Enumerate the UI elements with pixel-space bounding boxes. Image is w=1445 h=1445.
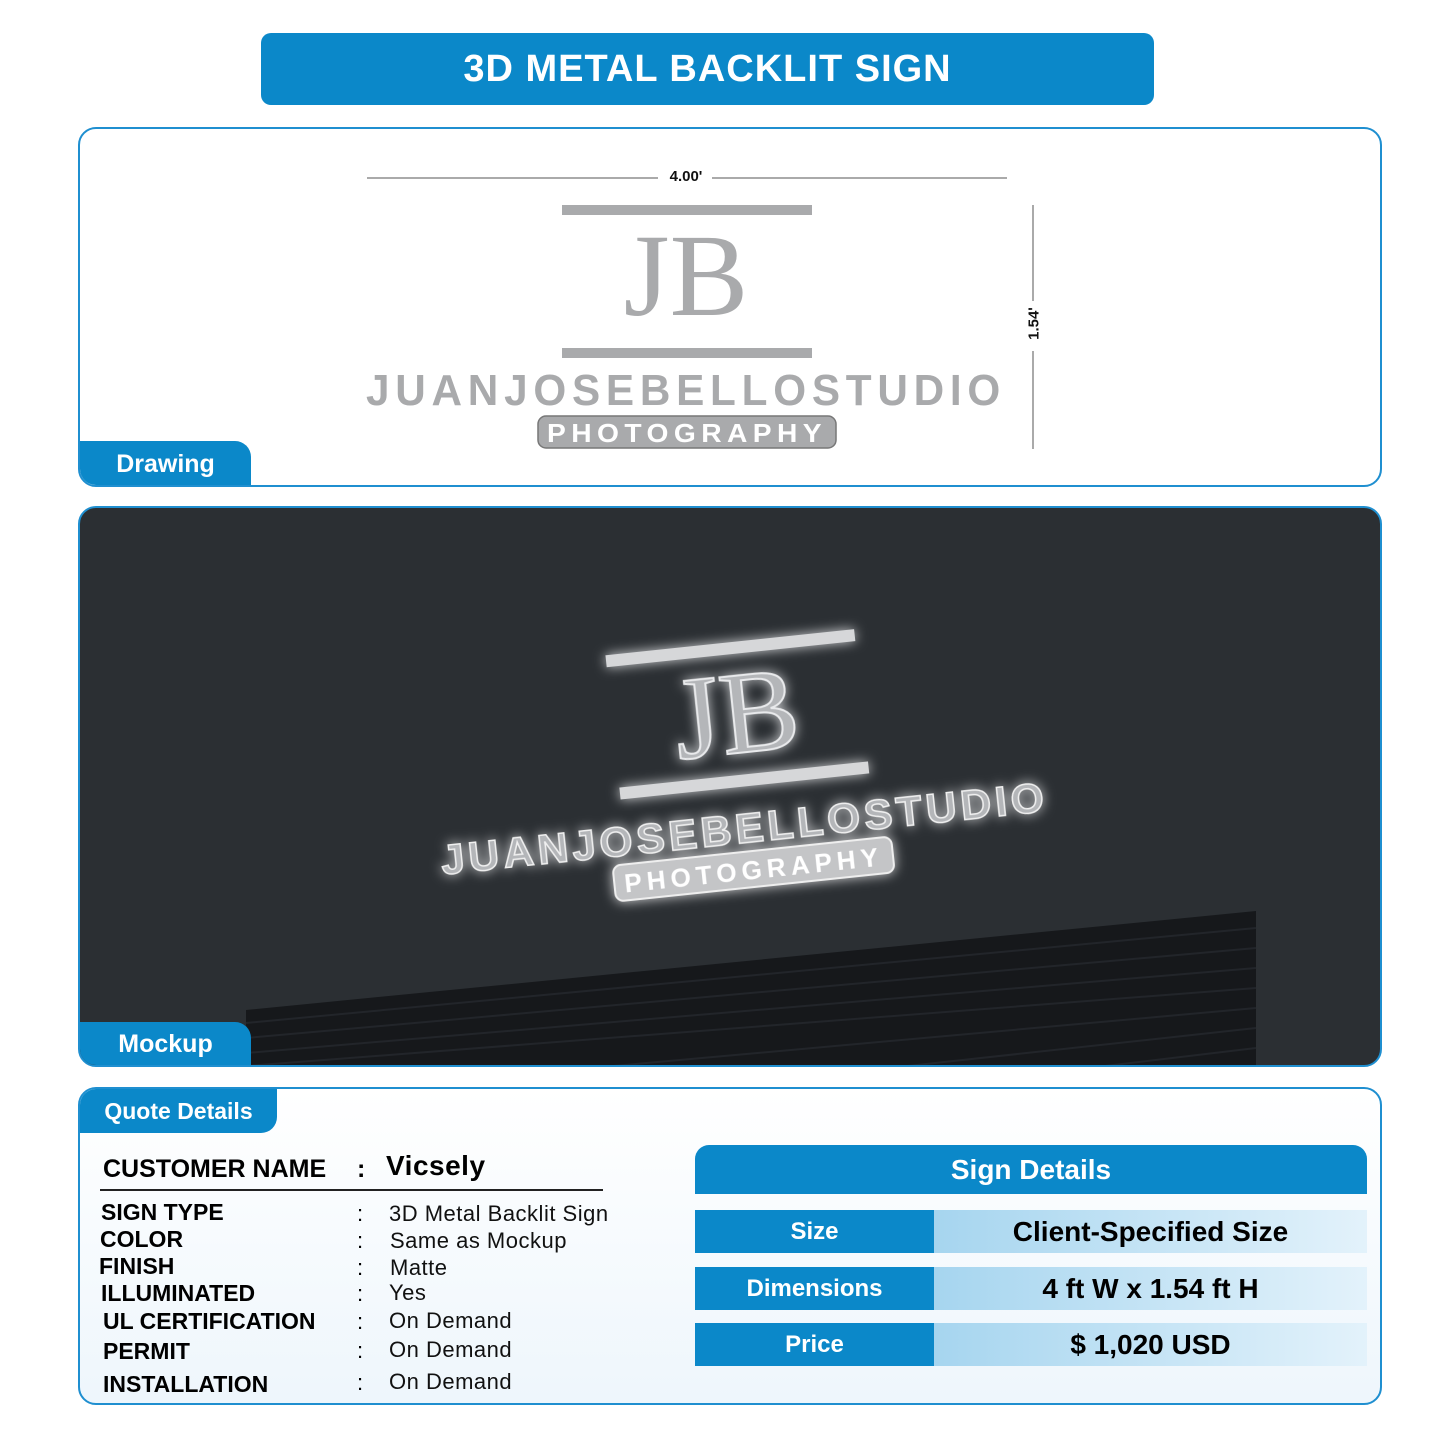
- logo-tagline-box: [537, 415, 837, 449]
- mockup-scene: JB JUANJOSEBELLOSTUDIO PHOTOGRAPHY: [245, 629, 1257, 1065]
- page-title: 3D METAL BACKLIT SIGN: [261, 33, 1154, 105]
- color-value: Same as Mockup: [390, 1228, 567, 1253]
- dimensions-value: 4 ft W x 1.54 ft H: [934, 1267, 1367, 1310]
- mockup-sign: JB JUANJOSEBELLOSTUDIO PHOTOGRAPHY: [438, 629, 1051, 902]
- mockup-tagline-box: [612, 836, 895, 902]
- mockup-monogram: JB: [667, 642, 805, 785]
- quote-details-tab: Quote Details: [80, 1089, 277, 1133]
- finish-label: FINISH: [99, 1253, 175, 1279]
- width-dimension-label: 4.00': [669, 168, 703, 185]
- finish-colon: :: [357, 1255, 364, 1280]
- customer-name-colon: :: [357, 1155, 366, 1183]
- finish-value: Matte: [390, 1255, 448, 1280]
- shutter-door: [246, 911, 1256, 1065]
- size-value: Client-Specified Size: [934, 1210, 1367, 1253]
- customer-name-value: Vicsely: [386, 1150, 486, 1181]
- installation-value: On Demand: [389, 1369, 513, 1394]
- mockup-bottom-bar: [619, 761, 870, 800]
- dimensions-label: Dimensions: [695, 1267, 934, 1310]
- logo-name: JUANJOSEBELLOSTUDIO: [366, 366, 1006, 415]
- color-colon: :: [357, 1228, 364, 1253]
- drawing-tab: Drawing: [80, 441, 251, 485]
- ul-certification-colon: :: [357, 1309, 364, 1334]
- logo-tagline: PHOTOGRAPHY: [547, 418, 827, 448]
- illuminated-label: ILLUMINATED: [101, 1280, 256, 1306]
- ul-certification-value: On Demand: [389, 1308, 513, 1333]
- color-label: COLOR: [100, 1226, 184, 1252]
- shutter-slats: [245, 927, 1257, 1065]
- price-value: $ 1,020 USD: [934, 1323, 1367, 1366]
- logo-bottom-bar: [562, 348, 812, 358]
- permit-label: PERMIT: [103, 1338, 190, 1364]
- drawing-canvas: JB JUANJOSEBELLOSTUDIO PHOTOGRAPHY: [366, 177, 1034, 449]
- permit-colon: :: [357, 1338, 364, 1363]
- logo-monogram: JB: [624, 210, 749, 341]
- price-label: Price: [695, 1323, 934, 1366]
- drawing-panel: JB JUANJOSEBELLOSTUDIO PHOTOGRAPHY 4.00'…: [78, 127, 1382, 487]
- illuminated-colon: :: [357, 1281, 364, 1306]
- mockup-panel: JB JUANJOSEBELLOSTUDIO PHOTOGRAPHY Mocku…: [78, 506, 1382, 1067]
- size-label: Size: [695, 1210, 934, 1253]
- installation-label: INSTALLATION: [103, 1371, 269, 1397]
- sign-type-colon: :: [357, 1201, 364, 1226]
- sign-type-label: SIGN TYPE: [101, 1199, 224, 1225]
- customer-name-label: CUSTOMER NAME: [103, 1155, 327, 1183]
- installation-colon: :: [357, 1370, 364, 1395]
- mockup-tab: Mockup: [80, 1022, 251, 1065]
- sign-details-header: Sign Details: [695, 1145, 1367, 1194]
- illuminated-value: Yes: [389, 1280, 427, 1305]
- customer-divider: [100, 1189, 603, 1191]
- ul-certification-label: UL CERTIFICATION: [103, 1308, 316, 1334]
- logo-top-bar: [562, 205, 812, 215]
- height-dimension-label: 1.54': [1025, 307, 1043, 340]
- mockup-top-bar: [605, 629, 856, 668]
- permit-value: On Demand: [389, 1337, 513, 1362]
- sign-type-value: 3D Metal Backlit Sign: [389, 1201, 609, 1226]
